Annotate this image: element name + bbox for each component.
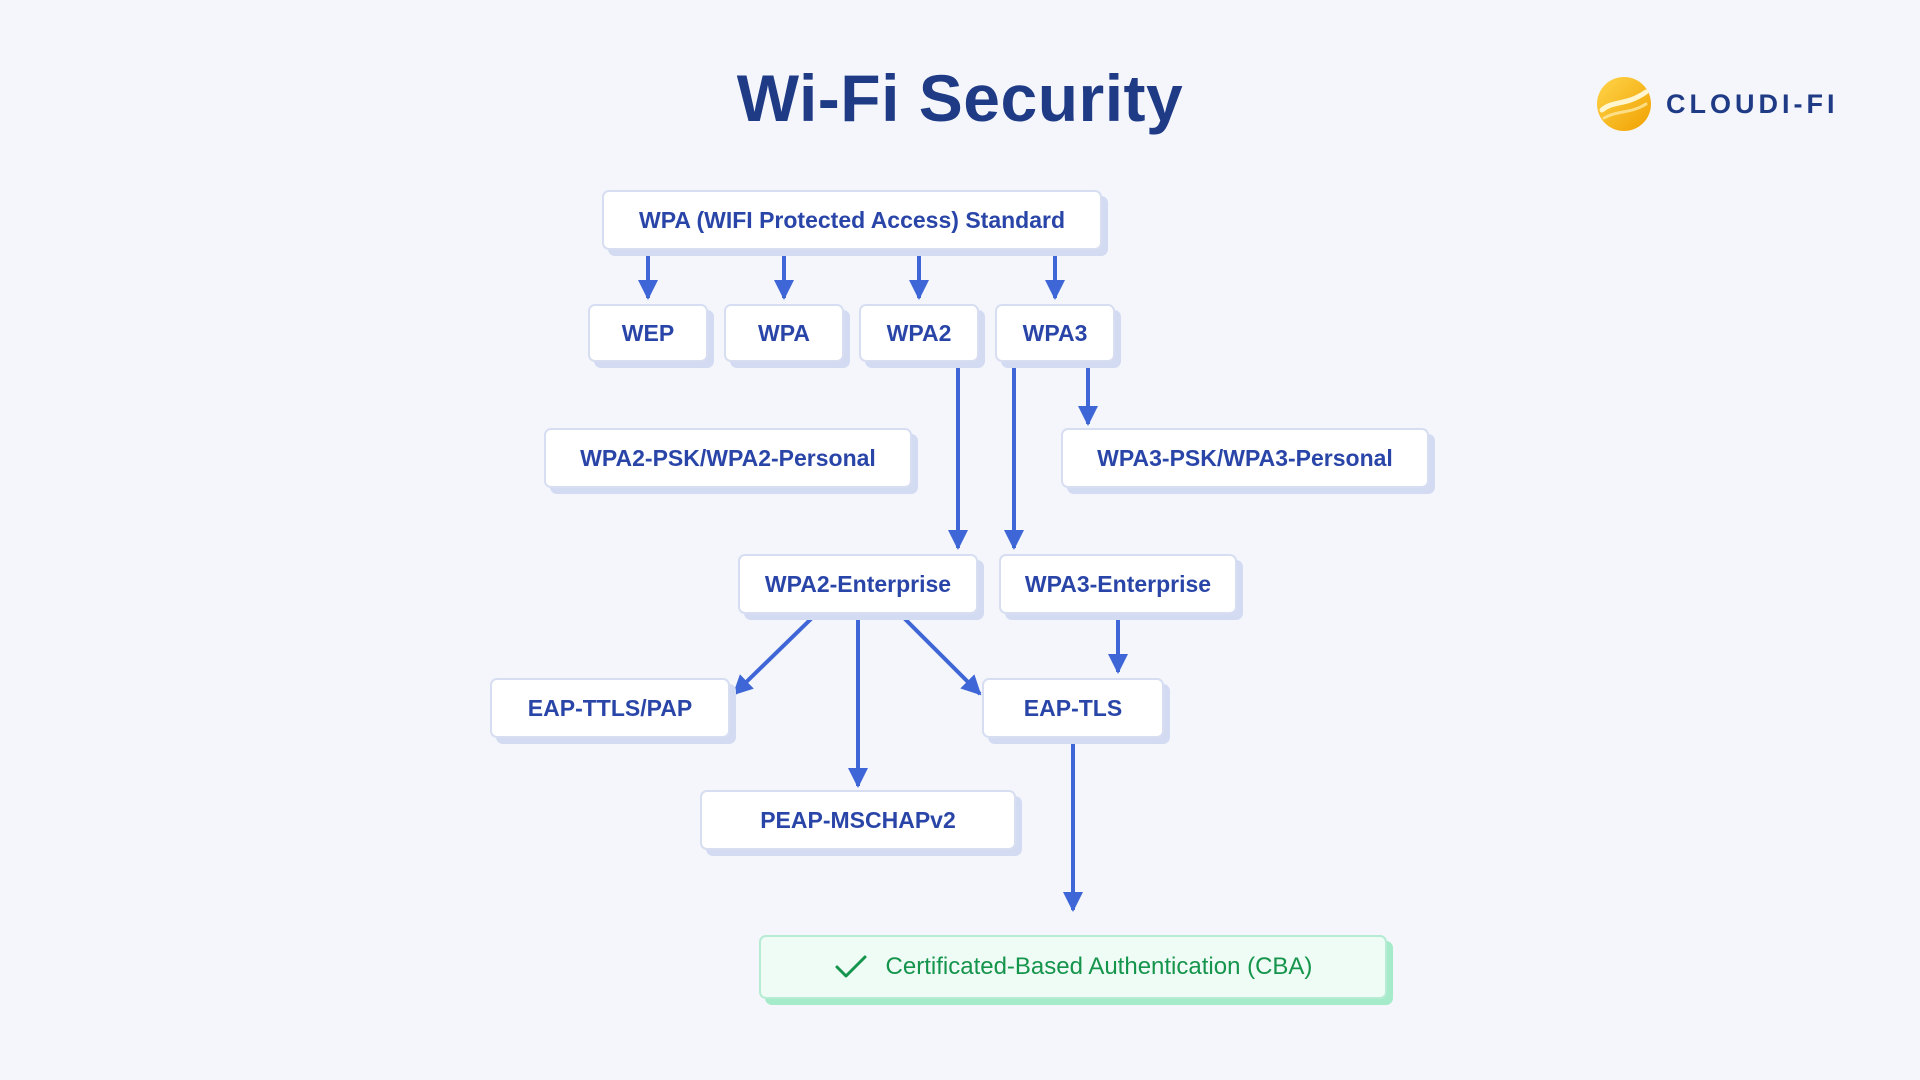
node-wpa: WPA [724, 304, 844, 362]
page-title: Wi-Fi Security [736, 61, 1184, 135]
arrow-wpa2-enterprise-to-eap-ttls [732, 614, 816, 696]
check-icon [835, 955, 867, 978]
node-cba: Certificated-Based Authentication (CBA) [759, 935, 1387, 999]
node-peap-mschapv2: PEAP-MSCHAPv2 [700, 790, 1016, 850]
cloudi-fi-logo: CLOUDI-FI [1596, 76, 1838, 132]
node-eap-tls: EAP-TLS [982, 678, 1164, 738]
arrow-wpa2-enterprise-to-eap-tls [900, 614, 982, 696]
node-wep: WEP [588, 304, 708, 362]
node-wpa3: WPA3 [995, 304, 1115, 362]
node-wpa3-personal: WPA3-PSK/WPA3-Personal [1061, 428, 1429, 488]
node-wpa2-personal: WPA2-PSK/WPA2-Personal [544, 428, 912, 488]
cloudi-fi-logo-icon [1597, 77, 1651, 131]
node-wpa3-enterprise: WPA3-Enterprise [999, 554, 1237, 614]
logo-text: CLOUDI-FI [1666, 88, 1839, 119]
node-wpa2: WPA2 [859, 304, 979, 362]
node-wpa2-enterprise: WPA2-Enterprise [738, 554, 978, 614]
node-eap-ttls-pap: EAP-TTLS/PAP [490, 678, 730, 738]
cba-label: Certificated-Based Authentication (CBA) [885, 953, 1313, 980]
node-wpa-standard: WPA (WIFI Protected Access) Standard [602, 190, 1102, 250]
